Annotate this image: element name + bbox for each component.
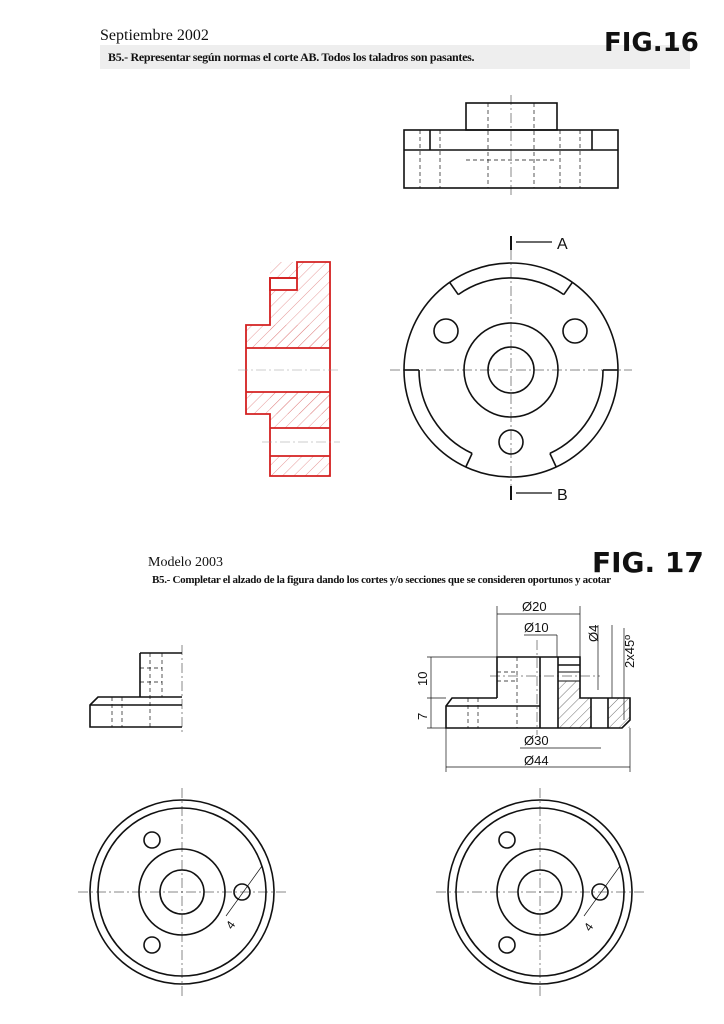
fig16-plan (390, 250, 632, 490)
cut-label-a: A (557, 236, 568, 253)
fig17-dimensions: Ø20 Ø10 Ø4 2x45º 10 7 Ø30 Ø44 (415, 599, 637, 772)
header-band-16 (100, 45, 690, 69)
fig17-date: Modelo 2003 (148, 555, 224, 570)
fig17-label: FIG. 17 (592, 546, 704, 579)
dim-h7: 7 (415, 713, 430, 720)
fig17-elevation-right (445, 640, 631, 735)
dim-hole-right: 4 (581, 920, 596, 934)
fig17-task: B5.- Completar el alzado de la figura da… (152, 574, 611, 586)
fig16-label: FIG.16 (604, 28, 699, 58)
dim-d30: Ø30 (524, 733, 549, 748)
dim-d20: Ø20 (522, 599, 547, 614)
dim-d4: Ø4 (586, 625, 601, 642)
cut-label-b: B (557, 487, 568, 504)
fig16-task: B5.- Representar según normas el corte A… (108, 50, 475, 64)
dim-d10: Ø10 (524, 620, 549, 635)
fig17-elevation-left (89, 645, 183, 735)
fig16-elevation (403, 95, 619, 196)
dim-chamfer: 2x45º (622, 635, 637, 668)
hole (562, 318, 588, 344)
dim-h10: 10 (415, 672, 430, 686)
fig17-plan-left: 4 (78, 788, 288, 996)
section-ab (238, 261, 340, 477)
fig16-date: Septiembre 2002 (100, 27, 209, 44)
cut-line-ab: A B (510, 236, 568, 504)
hole (433, 318, 459, 344)
dim-d44: Ø44 (524, 753, 549, 768)
dim-hole-left: 4 (223, 918, 238, 932)
fig17-plan-right: 4 (436, 788, 646, 996)
